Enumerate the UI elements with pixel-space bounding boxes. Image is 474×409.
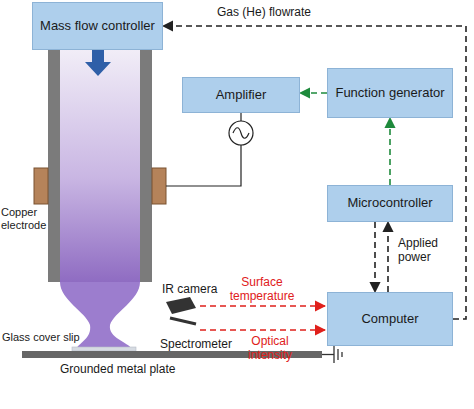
signal-connector [163, 26, 466, 319]
part-label: IR camera [162, 282, 222, 296]
ir-camera-icon [166, 297, 196, 314]
box-label: Computer [357, 312, 422, 327]
signal-connector [374, 222, 376, 292]
connector-label: Applied power [396, 236, 460, 264]
box-label: Amplifier [212, 88, 271, 103]
part-label: Glass cover slip [2, 331, 84, 344]
box-label: Microcontroller [343, 196, 436, 211]
signal-connector [389, 118, 391, 185]
part-label: Grounded metal plate [60, 362, 210, 376]
microcontroller-box: Microcontroller [327, 185, 453, 222]
connector-label: Gas (He) flowrate [215, 5, 313, 19]
signal-label: Surface temperature [222, 275, 302, 303]
computer-box: Computer [327, 292, 453, 346]
ground-symbol [322, 346, 342, 363]
copper-electrode [152, 168, 166, 204]
amplifier-box: Amplifier [182, 77, 300, 113]
plasma-column [60, 50, 140, 282]
ac-source-wire [166, 113, 253, 186]
tube-wall [140, 50, 152, 282]
signal-connector [300, 92, 327, 94]
signal-label: Optical intensity [230, 334, 310, 362]
part-label: Copper electrode [1, 206, 47, 232]
box-label: Function generator [331, 86, 448, 101]
box-label: Mass flow controller [36, 19, 159, 34]
signal-arrow [200, 305, 325, 307]
generator-box: Function generator [327, 68, 453, 118]
part-label: Spectrometer [160, 337, 230, 351]
controller-box: Mass flow controller [32, 2, 163, 50]
copper-electrode [34, 168, 48, 204]
signal-connector [387, 222, 389, 292]
spectrometer-icon [170, 318, 196, 324]
glass-cover-slip [72, 347, 136, 351]
signal-arrow [200, 329, 325, 331]
tube-wall [48, 50, 60, 282]
gas-flow-arrow [85, 50, 111, 76]
